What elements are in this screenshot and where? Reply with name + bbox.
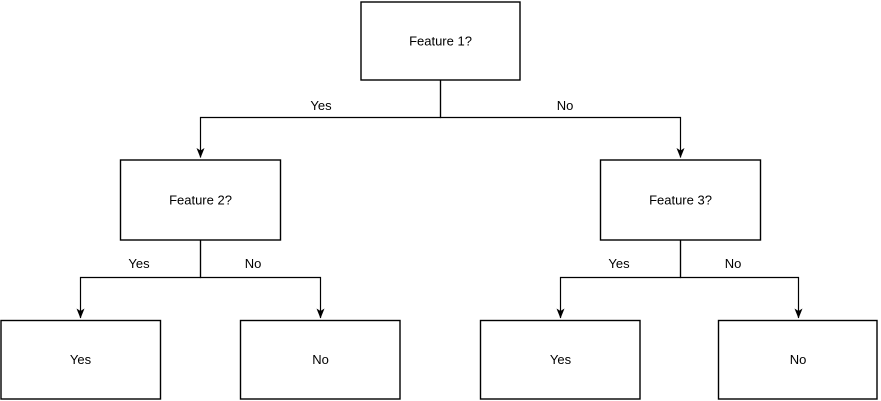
node-leaf-left-yes-box — [0, 319, 162, 400]
node-feature2-label: Feature 2? — [169, 193, 232, 208]
edge-feature3-no — [679, 240, 803, 319]
node-leaf-right-no-label: No — [790, 352, 807, 367]
edge-label-feature3-yes: Yes — [608, 256, 630, 271]
edge-feature2-no — [199, 240, 325, 319]
node-leaf-right-yes-label: Yes — [550, 352, 572, 367]
node-feature2-box — [119, 159, 282, 241]
node-leaf-left-no-label: No — [312, 352, 329, 367]
node-feature1-box — [360, 1, 521, 81]
node-leaf-right-no-box — [717, 319, 878, 400]
edge-label-feature1-yes: Yes — [310, 98, 332, 113]
edge-label-feature1-no: No — [557, 98, 574, 113]
edge-label-feature2-no: No — [245, 256, 262, 271]
node-feature3-label: Feature 3? — [649, 193, 712, 208]
node-leaf-right-yes-box — [479, 319, 641, 400]
edge-feature3-yes — [556, 240, 682, 319]
node-feature1-label: Feature 1? — [409, 34, 472, 49]
node-feature3-box — [599, 159, 762, 241]
node-leaf-left-yes-label: Yes — [70, 352, 92, 367]
edge-label-feature3-no: No — [725, 256, 742, 271]
edge-feature1-no — [439, 80, 685, 158]
diagram-edge-labels: Yes No Yes No Yes No — [128, 98, 741, 271]
edge-feature1-yes — [196, 80, 442, 158]
edge-label-feature2-yes: Yes — [128, 256, 150, 271]
diagram-edges — [76, 80, 803, 319]
node-leaf-left-no-box — [239, 319, 401, 400]
edge-feature2-yes — [76, 240, 202, 319]
